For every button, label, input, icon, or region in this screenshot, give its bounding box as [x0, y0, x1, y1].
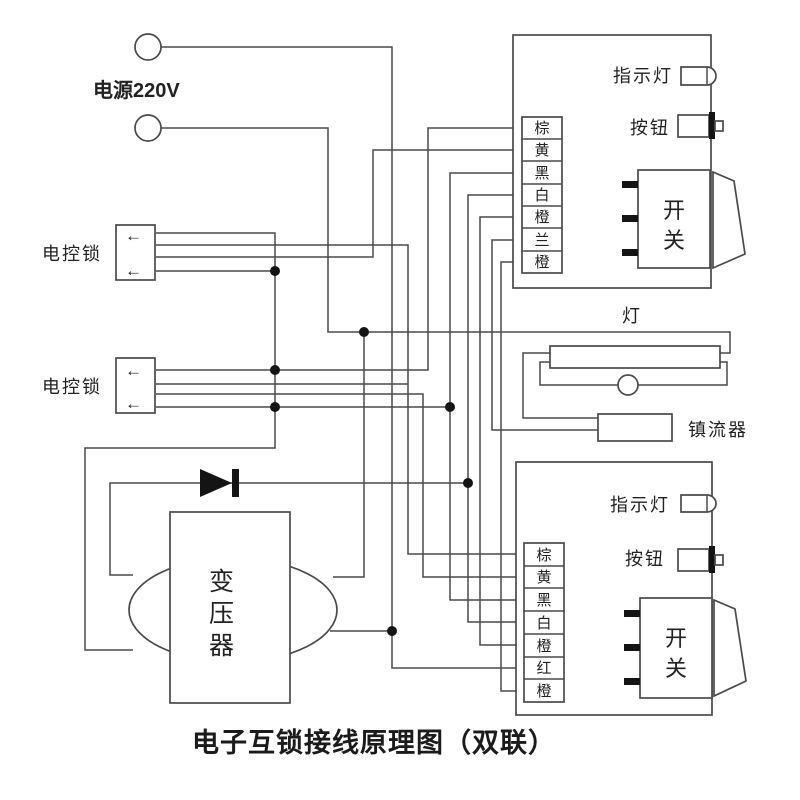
- switch-terminal-stub: [622, 249, 638, 256]
- switch-panel-1: 指示灯 按钮 棕 黄 黑 白 橙 兰 橙 开 关: [512, 34, 746, 289]
- wire-lock-bus: [84, 232, 276, 651]
- indicator-light-icon: [680, 66, 717, 86]
- terminal-label: 橙: [534, 254, 549, 271]
- panel1-button-label: 按钮: [630, 118, 670, 138]
- transformer-label: 变: [209, 568, 234, 596]
- terminal-label: 白: [534, 187, 549, 204]
- switch-label: 关: [665, 656, 687, 681]
- transformer-label: 器: [209, 632, 234, 660]
- terminal-label: 棕: [536, 547, 551, 564]
- switch-terminal-stub: [624, 644, 640, 651]
- wire-orange-bus: [479, 216, 524, 646]
- terminal-label: 黑: [536, 592, 551, 609]
- power-label: 电源220V: [93, 79, 180, 102]
- wire-starter-right: [638, 361, 728, 386]
- switch-terminal-stub: [622, 215, 638, 222]
- panel2-button-label: 按钮: [625, 549, 665, 569]
- switch-panel-2: 指示灯 按钮 棕 黄 黑 白 橙 红 橙 开 关: [515, 461, 747, 716]
- junction-dot: [445, 402, 455, 412]
- lock1-box: [115, 224, 156, 281]
- terminal-label: 橙: [536, 683, 551, 700]
- junction-dot: [359, 327, 369, 337]
- transformer-label: 压: [209, 600, 234, 628]
- terminal-label: 兰: [534, 232, 549, 249]
- wire-white-bus: [467, 194, 524, 623]
- junction-dot: [463, 478, 473, 488]
- wire-lock2-to-yellow2: [156, 393, 524, 578]
- switch-label: 开: [665, 626, 687, 651]
- junction-dot: [270, 266, 280, 276]
- panel1-indicator-label: 指示灯: [613, 66, 673, 86]
- terminal-label: 黄: [534, 142, 549, 159]
- panel1-terminal-strip: [521, 116, 563, 274]
- push-button-nub: [714, 120, 724, 132]
- switch-rocker-icon: [713, 598, 747, 698]
- ballast-label: 镇流器: [688, 420, 748, 440]
- terminal-label: 黑: [534, 165, 549, 182]
- electric-lock-2: ← ← 电控锁: [42, 357, 156, 414]
- push-button-icon: [677, 548, 710, 572]
- electric-lock-1: ← ← 电控锁: [42, 224, 156, 281]
- lamp-assembly: 灯 镇流器: [549, 306, 748, 442]
- wire-lock2-to-brown1: [156, 127, 522, 371]
- switch-label: 开: [663, 198, 685, 223]
- terminal-label: 橙: [536, 638, 551, 655]
- lock-arrow-icon: ←: [125, 394, 142, 413]
- wire-power2-to-lamp: [161, 127, 731, 354]
- power-terminal-icon: [134, 33, 162, 61]
- power-source: 电源220V: [93, 33, 180, 142]
- diode-bar-icon: [232, 469, 239, 497]
- terminal-label: 橙: [534, 209, 549, 226]
- terminal-label: 黄: [536, 569, 551, 586]
- diagram-title: 电子互锁接线原理图（双联）: [192, 727, 556, 758]
- wire-lock1-to-yellow1: [156, 149, 522, 258]
- wire-lampline-to-secondary-upper: [333, 332, 365, 578]
- ballast-box: [597, 413, 673, 442]
- wire-starter-left: [539, 361, 618, 386]
- junction-dots: [270, 266, 473, 636]
- switch-terminal-stub: [624, 678, 640, 685]
- indicator-light-icon: [680, 494, 717, 513]
- terminal-label: 白: [536, 615, 551, 632]
- diode-triangle-icon: [200, 469, 232, 497]
- junction-dot: [270, 365, 280, 375]
- transformer-core-box: [169, 511, 291, 704]
- panel2-indicator-label: 指示灯: [610, 495, 670, 515]
- switch-terminal-stub: [622, 181, 638, 188]
- diode: [200, 469, 239, 497]
- lock-arrow-icon: ←: [125, 361, 142, 380]
- lock1-label: 电控锁: [42, 244, 102, 264]
- lock-arrow-icon: ←: [125, 226, 142, 245]
- lamp-label: 灯: [622, 306, 642, 326]
- starter-icon: [617, 374, 639, 396]
- wire-diode-line: [109, 482, 468, 576]
- wire-blue-to-ballast: [491, 239, 598, 431]
- power-terminal-icon: [134, 114, 162, 142]
- terminal-label: 红: [536, 660, 551, 677]
- switch-rocker-icon: [712, 170, 746, 270]
- switch-label: 关: [663, 228, 685, 253]
- push-button-nub: [714, 554, 724, 566]
- push-button-bar: [709, 112, 715, 139]
- panel1-switch-box: [637, 169, 711, 269]
- lock2-box: [115, 357, 156, 414]
- wire-power1-to-red2: [161, 46, 524, 669]
- terminal-label: 棕: [534, 120, 549, 137]
- wire-orangeb-bus: [500, 261, 524, 692]
- transformer: 变 压 器: [128, 511, 338, 704]
- switch-terminal-stub: [624, 610, 640, 617]
- lock2-label: 电控锁: [42, 377, 102, 397]
- wire-tube-to-ballast: [522, 352, 598, 419]
- wire-black-bus: [449, 172, 524, 601]
- lamp-tube: [549, 345, 721, 369]
- junction-dot: [387, 626, 397, 636]
- lock-arrow-icon: ←: [125, 261, 142, 280]
- push-button-icon: [677, 114, 710, 138]
- wire-lock1-to-brown2: [156, 244, 524, 555]
- panel2-terminal-strip: [523, 542, 565, 703]
- push-button-bar: [709, 546, 715, 573]
- junction-dot: [270, 402, 280, 412]
